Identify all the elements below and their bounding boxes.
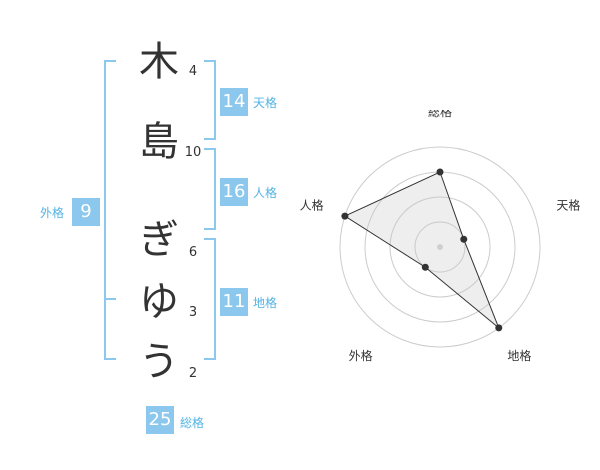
radar-axis-label-1: 天格 [556, 197, 580, 212]
soukaku-label: 総格 [180, 416, 205, 430]
tenkaku-bracket [204, 60, 216, 140]
soukaku-value-badge: 25 [146, 406, 174, 434]
chikaku-value-badge: 11 [220, 288, 248, 316]
radar-point-3 [421, 263, 429, 271]
name-char-u: う [139, 339, 179, 385]
radar-center-dot [437, 244, 443, 250]
radar-axis-label-4: 人格 [300, 197, 324, 212]
name-char-gi: ぎ [139, 217, 179, 263]
jinkaku-bracket [204, 148, 216, 230]
jinkaku-value-badge: 16 [220, 178, 248, 206]
gaikaku-bracket-tick [104, 298, 116, 300]
gaikaku-label: 外格 [40, 206, 65, 220]
radar-point-0 [436, 168, 444, 176]
tenkaku-label: 天格 [253, 96, 278, 110]
radar-axis-label-3: 外格 [349, 348, 373, 363]
chikaku-bracket [204, 238, 216, 360]
radar-point-1 [460, 235, 468, 243]
stroke-count-u: 2 [188, 366, 198, 381]
gaikaku-bracket [104, 60, 116, 360]
radar-data-polygon [343, 171, 500, 329]
name-char-yu: ゆ [139, 279, 179, 325]
gaikaku-value-badge: 9 [72, 198, 100, 226]
radar-grid-ring [389, 196, 491, 298]
stroke-count-shima: 10 [184, 145, 202, 160]
tenkaku-value-badge: 14 [220, 88, 248, 116]
radar-point-4 [341, 212, 349, 220]
radar-point-2 [495, 324, 503, 332]
radar-grid-ring [414, 221, 466, 273]
chikaku-label: 地格 [253, 296, 278, 310]
stroke-count-gi: 6 [188, 245, 198, 260]
radar-grid-ring [339, 146, 541, 348]
name-char-ki: 木 [139, 39, 179, 85]
radar-axis-label-2: 地格 [507, 348, 531, 363]
name-char-shima: 島 [139, 119, 179, 165]
jinkaku-label: 人格 [253, 186, 278, 200]
stroke-count-yu: 3 [188, 305, 198, 320]
radar-axis-label-0: 総格 [428, 110, 452, 119]
stroke-count-ki: 4 [188, 64, 198, 79]
